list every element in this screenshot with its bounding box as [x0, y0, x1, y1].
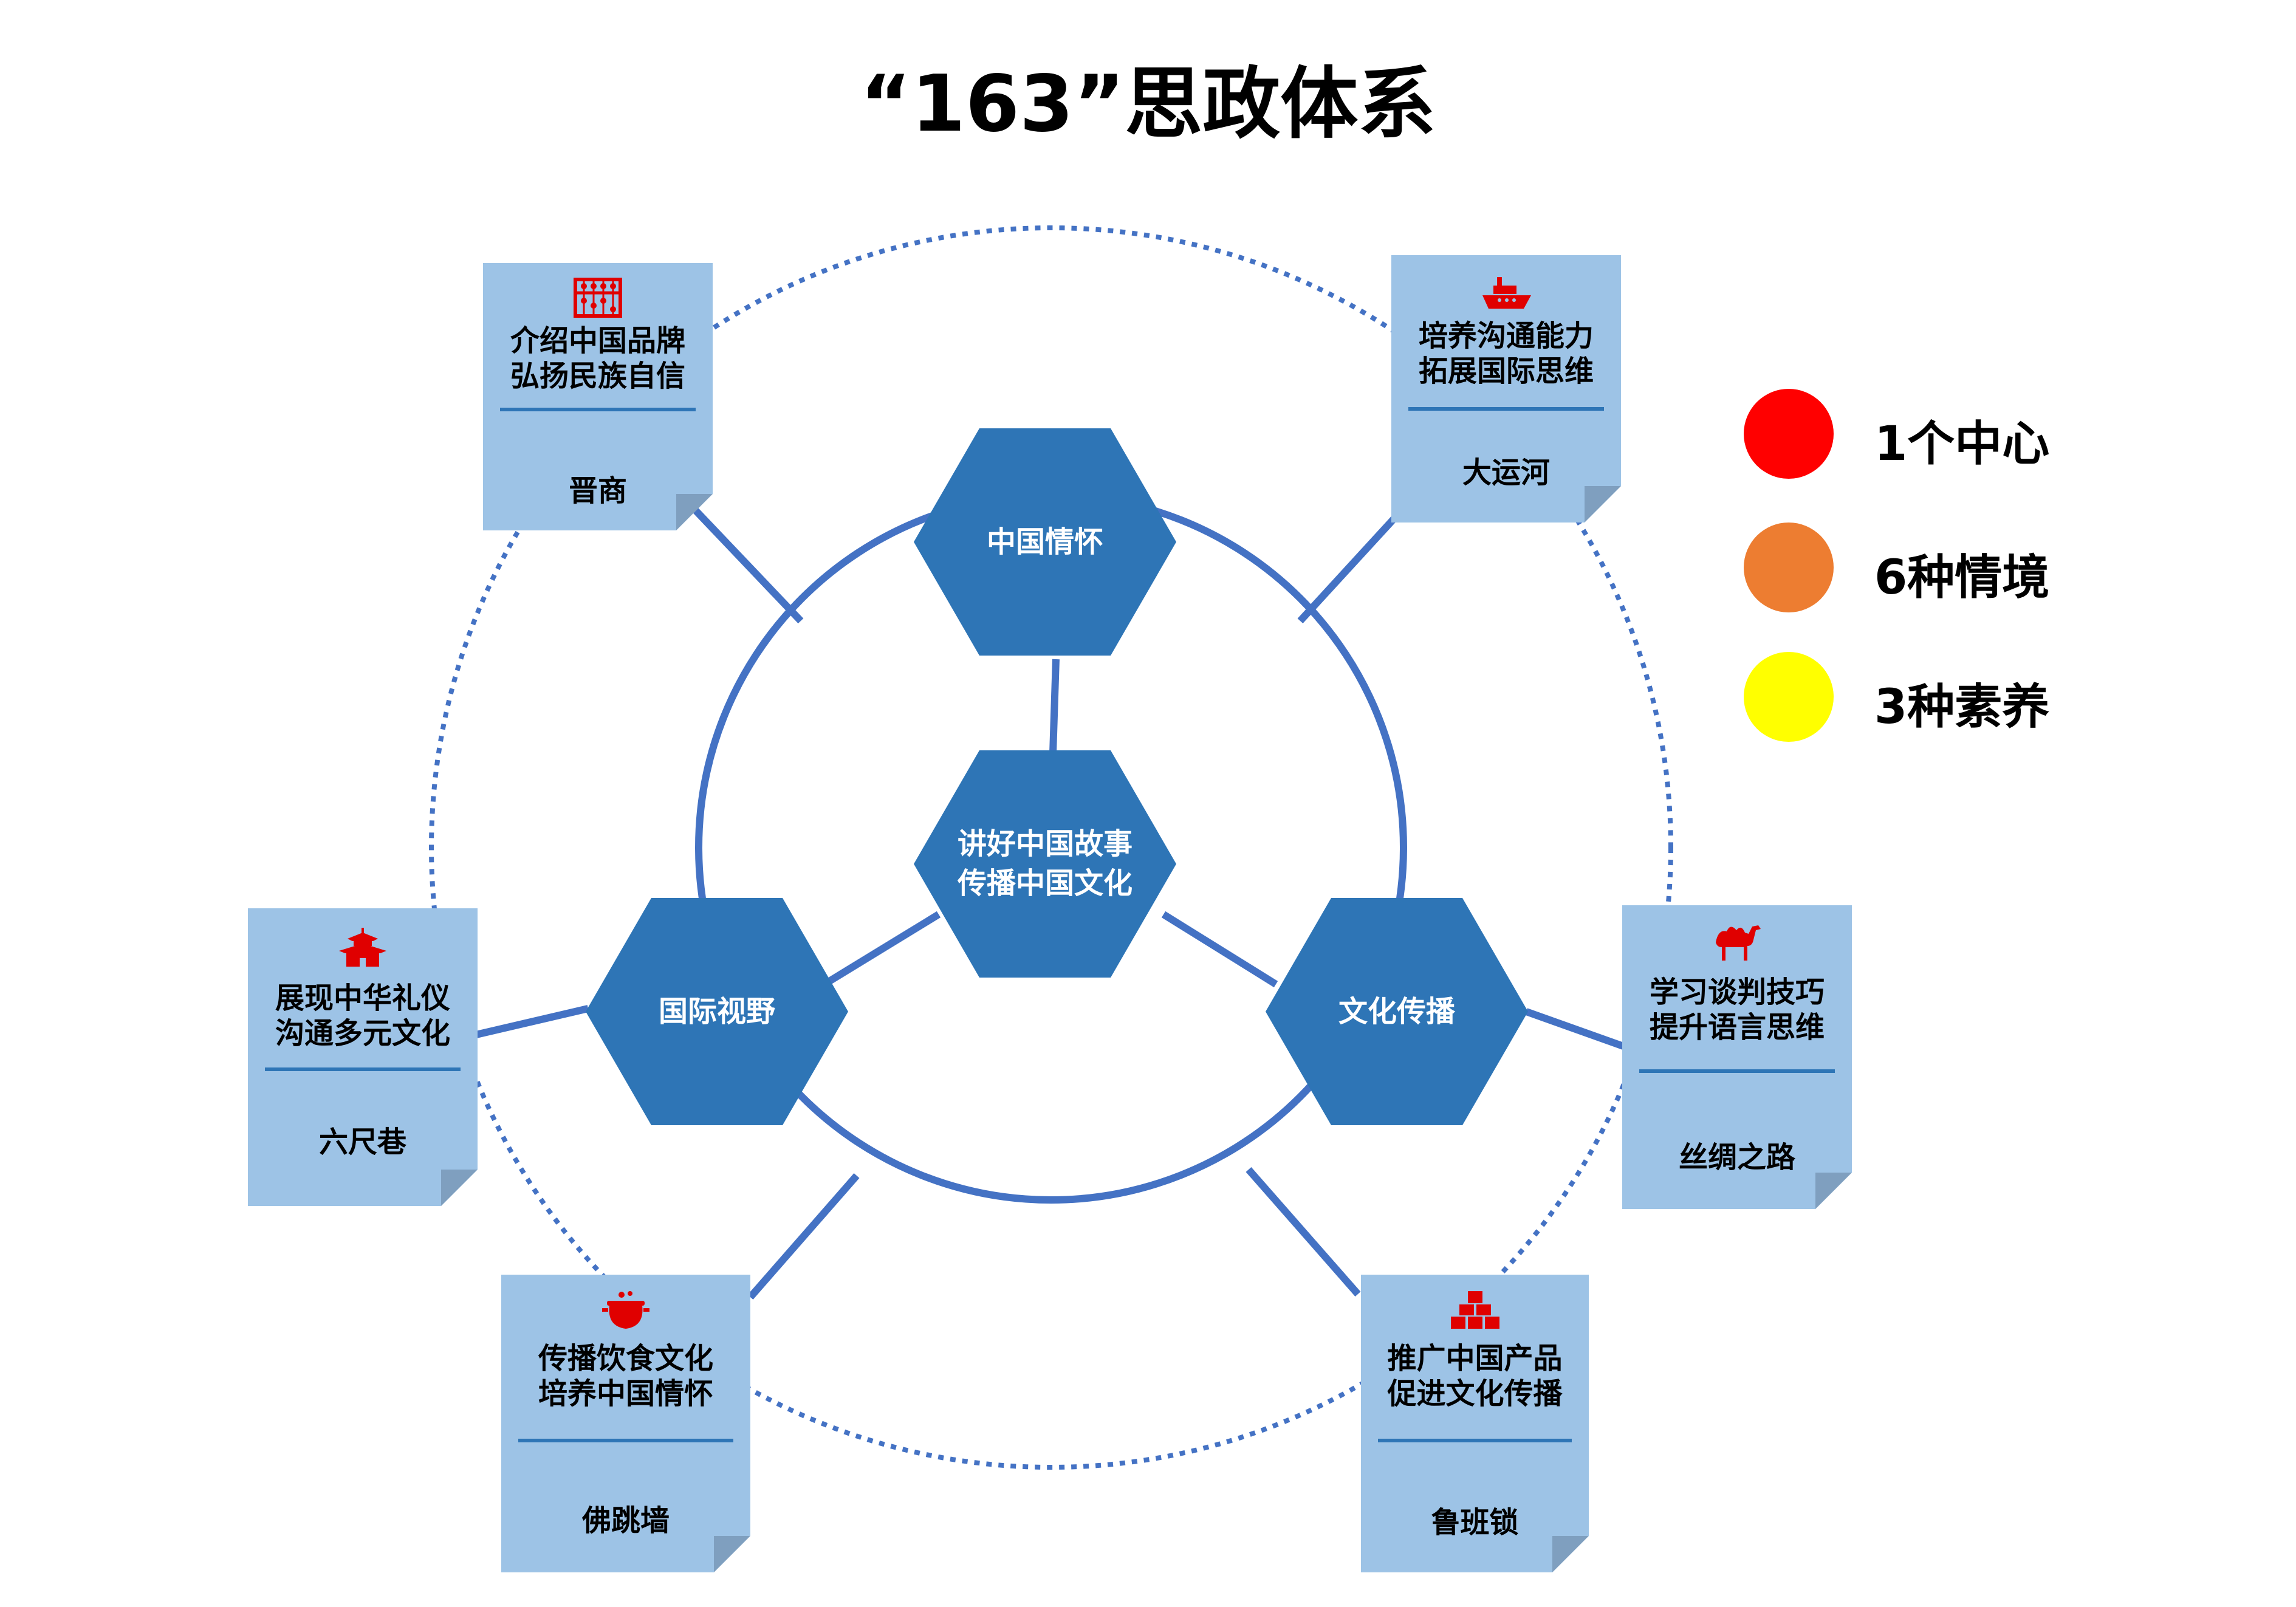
card-divider [500, 408, 696, 411]
center-right-link [1161, 911, 1278, 988]
center-left-link [827, 911, 941, 985]
hexagon-label: 中国情怀 [986, 524, 1103, 559]
card-place-name: 丝绸之路 [1678, 1140, 1795, 1174]
legend-label: 1个中心 [1874, 417, 2050, 471]
pagoda-icon [335, 927, 390, 969]
legend-item-scenarios: 6种情境 [1744, 523, 2108, 614]
abacus-icon [571, 276, 625, 319]
card-divider [1378, 1439, 1572, 1442]
link-dayunhe [1297, 515, 1397, 624]
pot-icon [598, 1290, 653, 1332]
card-place-name: 六尺巷 [318, 1125, 406, 1159]
legend-label: 3种素养 [1874, 680, 2050, 735]
hexagon-label: 讲好中国故事 传播中国文化 [957, 827, 1133, 900]
card-description: 传播饮食文化 培养中国情怀 [538, 1341, 713, 1411]
link-liuchixiang [470, 1005, 589, 1040]
hexagon-center: 讲好中国故事 传播中国文化 [914, 750, 1176, 978]
scenario-card-jinshang: 介绍中国品牌 弘扬民族自信 晋商 [483, 263, 713, 530]
camel-icon [1710, 920, 1764, 963]
link-jinshang [690, 504, 804, 624]
card-divider [1639, 1069, 1835, 1073]
cubes-icon [1448, 1288, 1503, 1331]
scenario-card-liuchixiang: 展现中华礼仪 沟通多元文化 六尺巷 [248, 908, 478, 1206]
card-divider [518, 1439, 733, 1442]
scenario-card-sichouzhilu: 学习谈判技巧 提升语言思维 丝绸之路 [1622, 905, 1852, 1209]
card-description: 介绍中国品牌 弘扬民族自信 [510, 324, 685, 393]
scenario-card-fotiaoqiang: 传播饮食文化 培养中国情怀 佛跳墙 [501, 1275, 750, 1572]
hexagon-culture-spread: 文化传播 [1266, 898, 1528, 1125]
legend-dot-orange [1744, 523, 1834, 612]
card-description: 推广中国产品 促进文化传播 [1387, 1341, 1563, 1411]
center-top-link [1049, 659, 1060, 754]
hexagon-label: 文化传播 [1338, 994, 1455, 1029]
card-place-name: 晋商 [568, 474, 627, 508]
legend-dot-red [1744, 389, 1834, 479]
card-divider [265, 1067, 461, 1071]
hexagon-label: 国际视野 [658, 994, 775, 1029]
hexagon-global-vision: 国际视野 [586, 898, 848, 1125]
link-sichou [1524, 1008, 1642, 1056]
card-place-name: 佛跳墙 [581, 1504, 670, 1538]
card-divider [1408, 407, 1604, 411]
ship-icon [1479, 273, 1534, 316]
card-place-name: 鲁班锁 [1431, 1506, 1519, 1540]
link-fotiaoqiang [747, 1173, 860, 1300]
card-place-name: 大运河 [1462, 456, 1550, 490]
outer-dotted-circle [429, 225, 1673, 1470]
page-title: “163”思政体系 [860, 59, 1436, 149]
legend-label: 6种情境 [1874, 550, 2050, 605]
scenario-card-dayunhe: 培养沟通能力 拓展国际思维 大运河 [1391, 255, 1621, 523]
legend-dot-yellow [1744, 652, 1834, 742]
legend-item-literacies: 3种素养 [1744, 652, 2108, 743]
scenario-card-lubansuo: 推广中国产品 促进文化传播 鲁班锁 [1361, 1275, 1589, 1572]
link-lubansuo [1246, 1167, 1361, 1297]
card-description: 学习谈判技巧 提升语言思维 [1649, 975, 1825, 1044]
legend-item-center: 1个中心 [1744, 389, 2108, 480]
card-description: 展现中华礼仪 沟通多元文化 [275, 981, 450, 1050]
card-description: 培养沟通能力 拓展国际思维 [1418, 319, 1594, 388]
